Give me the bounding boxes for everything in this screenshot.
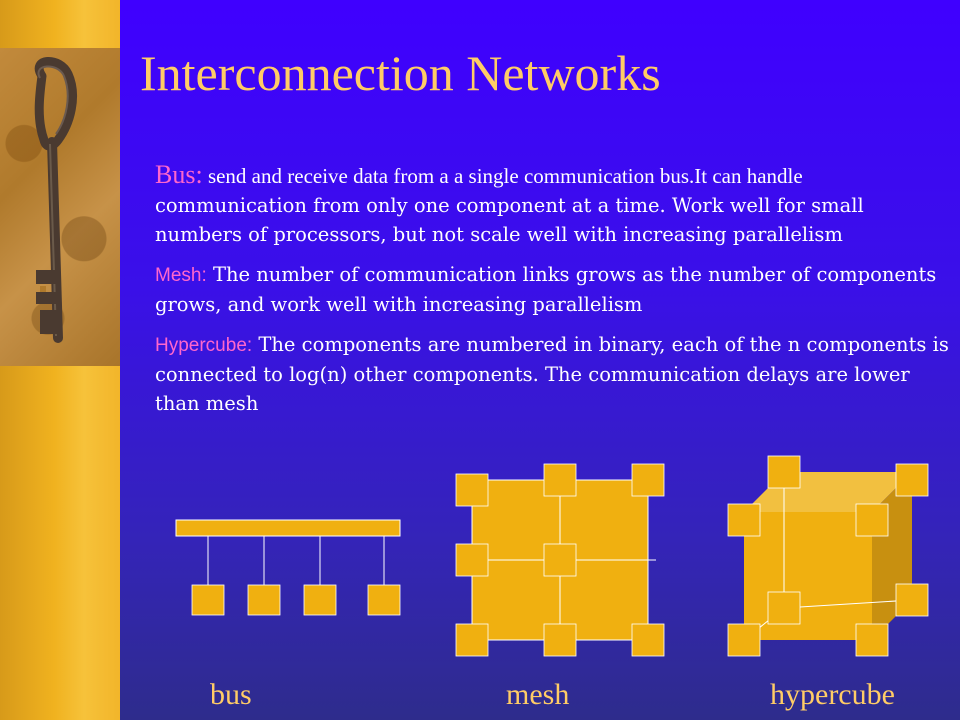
mesh-node bbox=[631, 463, 665, 497]
slide-title: Interconnection Networks bbox=[140, 45, 661, 101]
caption-hypercube: hypercube bbox=[770, 678, 895, 711]
mesh-node bbox=[631, 623, 665, 657]
caption-mesh: mesh bbox=[506, 678, 570, 711]
mesh-node bbox=[455, 473, 489, 507]
mesh-node bbox=[543, 543, 577, 577]
bus-node bbox=[247, 584, 281, 616]
hypercube-diagram bbox=[727, 455, 929, 657]
caption-bus: bus bbox=[210, 678, 252, 711]
bus-text-rest: communication from only one component at… bbox=[155, 194, 864, 246]
bus-paragraph: Bus: send and receive data from a a sing… bbox=[155, 160, 955, 249]
hypercube-term: Hypercube: bbox=[155, 335, 253, 356]
cube-node bbox=[727, 503, 761, 537]
mesh-node bbox=[543, 463, 577, 497]
bus-term: Bus: bbox=[155, 160, 203, 189]
mesh-node bbox=[543, 623, 577, 657]
cube-node bbox=[855, 623, 889, 657]
slide-body: Bus: send and receive data from a a sing… bbox=[155, 160, 955, 429]
mesh-paragraph: Mesh: The number of communication links … bbox=[155, 260, 955, 319]
cube-node bbox=[767, 455, 801, 489]
cube-node bbox=[727, 623, 761, 657]
bus-node bbox=[367, 584, 401, 616]
mesh-term: Mesh: bbox=[155, 265, 207, 286]
hypercube-paragraph: Hypercube: The components are numbered i… bbox=[155, 330, 955, 418]
cube-hidden-edge bbox=[783, 599, 913, 609]
bus-diagram bbox=[175, 519, 401, 616]
bus-bar bbox=[175, 519, 401, 537]
cube-node bbox=[767, 591, 801, 625]
antique-key-icon bbox=[34, 57, 78, 343]
network-diagrams bbox=[175, 455, 929, 657]
mesh-node bbox=[455, 623, 489, 657]
bus-node bbox=[303, 584, 337, 616]
cube-node bbox=[855, 503, 889, 537]
bus-node bbox=[191, 584, 225, 616]
bus-text-intro: send and receive data from a a single co… bbox=[202, 164, 803, 188]
cube-front-face bbox=[744, 512, 872, 640]
mesh-diagram bbox=[455, 463, 665, 657]
key-photo bbox=[0, 48, 120, 366]
hypercube-text: The components are numbered in binary, e… bbox=[155, 333, 949, 415]
mesh-node bbox=[455, 543, 489, 577]
sidebar-strip bbox=[0, 0, 120, 720]
cube-node bbox=[895, 583, 929, 617]
cube-node bbox=[895, 463, 929, 497]
mesh-text: The number of communication links grows … bbox=[155, 263, 937, 316]
